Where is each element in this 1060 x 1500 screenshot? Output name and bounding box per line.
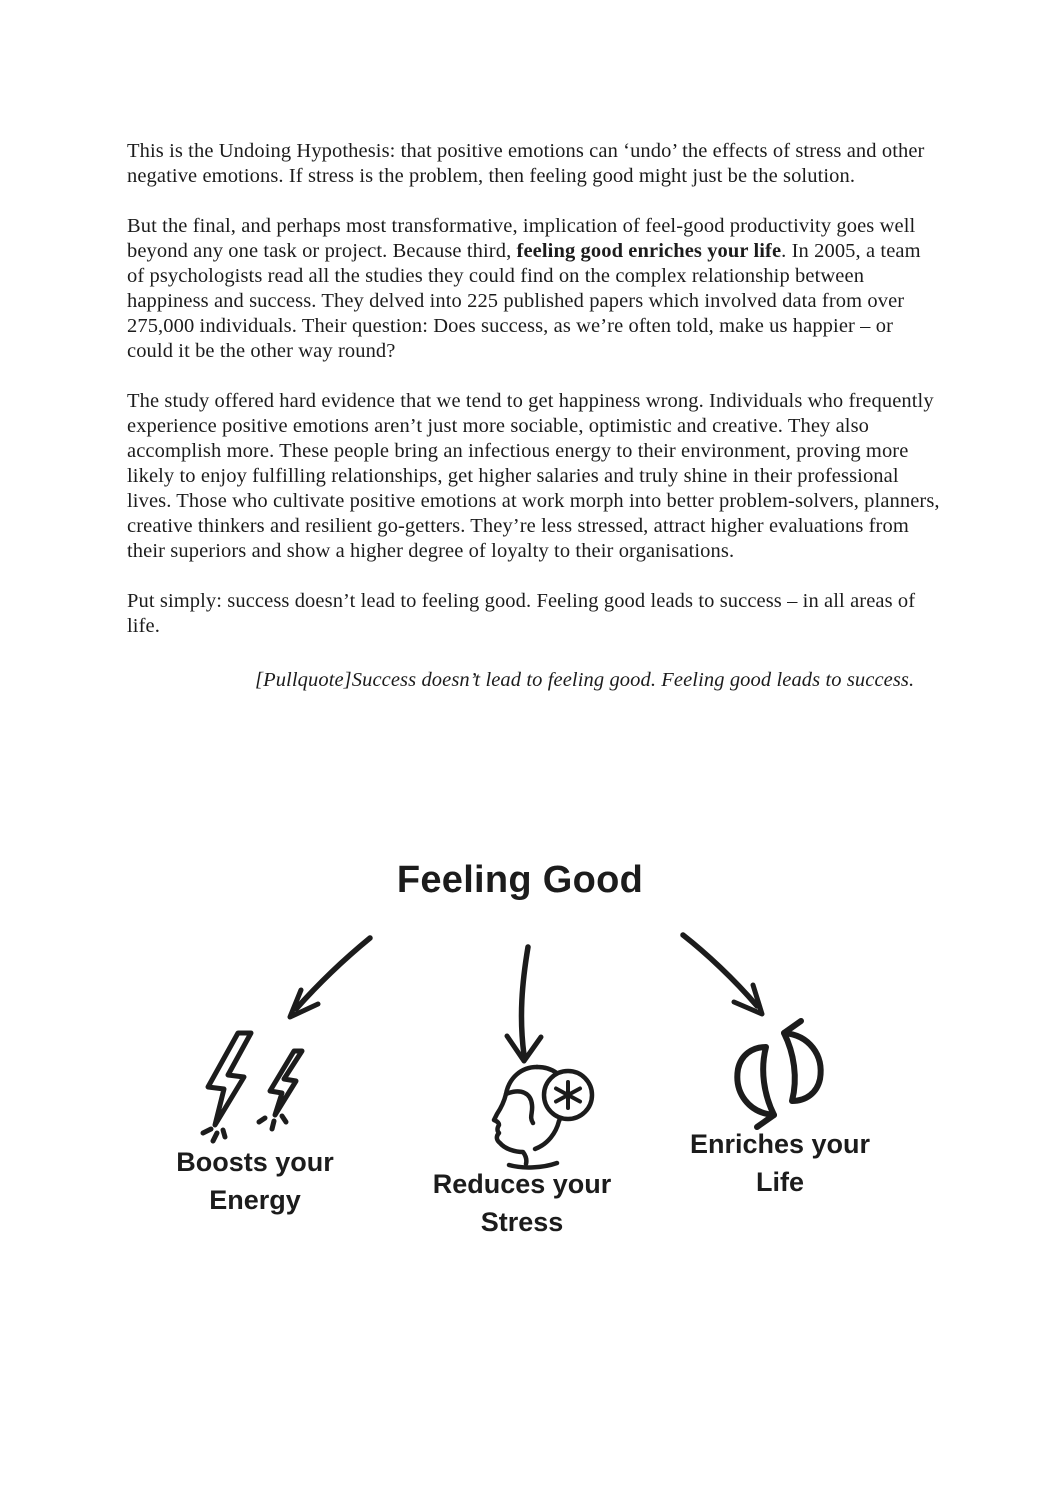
paragraph-2-pre: But the final, and perhaps most transfor… xyxy=(127,215,916,262)
diagram-title: Feeling Good xyxy=(396,859,644,901)
paragraph-feel-good-productivity: But the final, and perhaps most transfor… xyxy=(127,214,941,364)
article-text: This is the Undoing Hypothesis: that pos… xyxy=(127,139,941,693)
paragraph-study-evidence: The study offered hard evidence that we … xyxy=(127,390,940,562)
head-asterisk-icon xyxy=(491,1064,595,1170)
bold-phrase-enriches-your-life: feeling good enriches your life xyxy=(516,240,782,262)
arrow-down-icon xyxy=(504,944,544,1064)
arrow-down-right-icon xyxy=(680,932,765,1017)
paragraph-put-simply: Put simply: success doesn’t lead to feel… xyxy=(127,590,916,637)
leaves-circle-icon xyxy=(734,1018,824,1130)
node-label-reduces-stress: Reduces your Stress xyxy=(432,1169,612,1237)
node-label-boosts-energy: Boosts your Energy xyxy=(176,1147,334,1215)
node-label-enriches-life: Enriches your Life xyxy=(689,1129,871,1197)
pullquote: [Pullquote]Success doesn’t lead to feeli… xyxy=(255,669,915,691)
arrow-down-left-icon xyxy=(287,935,373,1020)
paragraph-undoing-hypothesis: This is the Undoing Hypothesis: that pos… xyxy=(127,140,925,187)
lightning-bolts-icon xyxy=(200,1030,305,1144)
paragraph-2-post: . In 2005, a team of psychologists read … xyxy=(127,240,921,362)
